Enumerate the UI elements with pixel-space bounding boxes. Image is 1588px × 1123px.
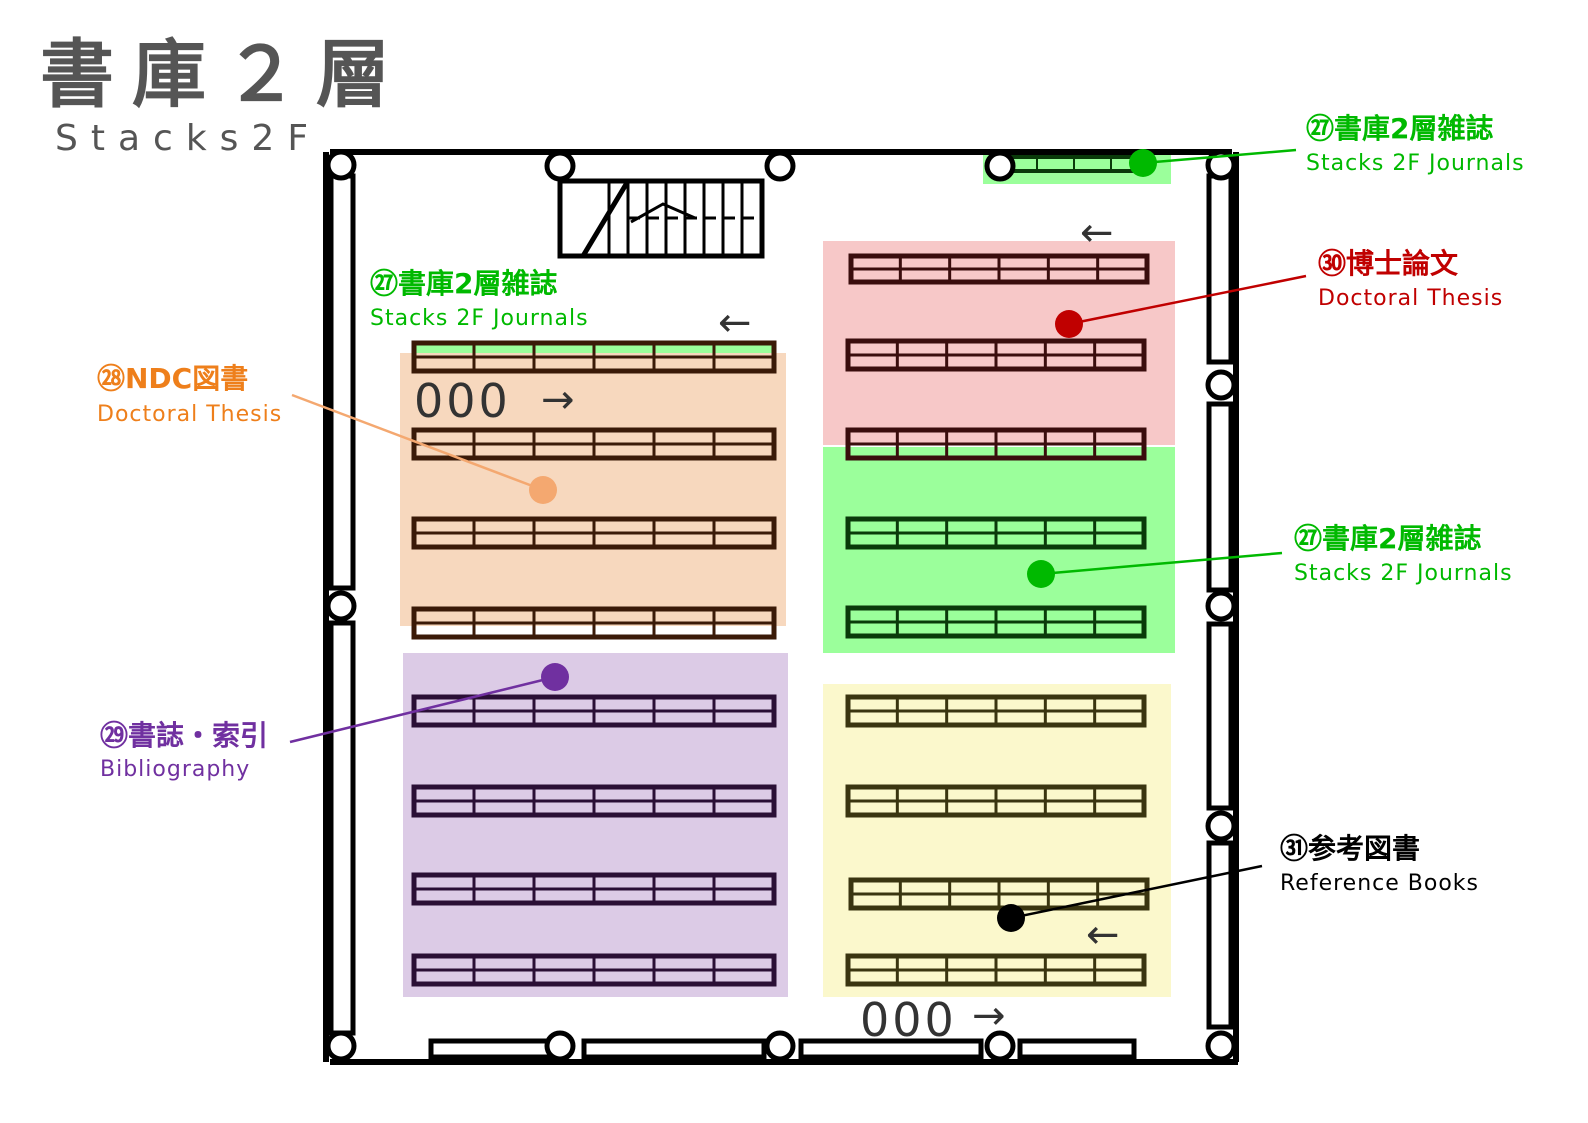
label-reference[interactable]: ㉛参考図書 Reference Books: [1280, 832, 1479, 896]
bibliography-marker-icon[interactable]: [541, 663, 569, 691]
zone-journals-right[interactable]: [823, 447, 1175, 653]
label-thesis-jp: ㉚博士論文: [1318, 247, 1458, 280]
bookshelf: [845, 694, 1147, 728]
arrow-left-icon: ←: [1086, 912, 1120, 958]
reference-marker-icon[interactable]: [997, 904, 1025, 932]
bookshelf: [411, 784, 777, 818]
wall-panel-right-4: [1206, 840, 1234, 1030]
pillar-icon: [764, 1030, 796, 1062]
pillar-icon: [1205, 810, 1237, 842]
shelf-layer: [411, 155, 1150, 987]
pillar-icon: [1205, 149, 1237, 181]
bookshelf: [845, 605, 1147, 639]
page-title: 書庫２層: [40, 32, 408, 118]
pillar-icon: [325, 1030, 357, 1062]
wall-panel-bottom-3: [798, 1038, 984, 1060]
label-journals-top[interactable]: ㉗書庫2層雑誌 Stacks 2F Journals: [1306, 112, 1525, 176]
label-journals-right[interactable]: ㉗書庫2層雑誌 Stacks 2F Journals: [1294, 522, 1513, 586]
journals-right-marker-icon[interactable]: [1027, 560, 1055, 588]
wall-panel-right-3: [1206, 621, 1234, 811]
bookshelf: [845, 784, 1147, 818]
pillar-icon: [544, 1030, 576, 1062]
arrow-right-icon: →: [541, 377, 575, 423]
reference-leader-line: [1010, 864, 1263, 920]
bookshelf: [411, 872, 777, 906]
call-number-left: 000: [414, 374, 511, 428]
label-bibliography-jp: ㉙書誌・索引: [100, 719, 268, 752]
label-thesis-en: Doctoral Thesis: [1318, 286, 1503, 311]
label-ndc[interactable]: ㉘NDC図書 Doctoral Thesis: [97, 362, 282, 427]
ndc-leader-line: [291, 393, 544, 492]
pillar-icon: [544, 150, 576, 182]
bookshelf: [411, 953, 777, 987]
label-bibliography-en: Bibliography: [100, 757, 250, 782]
bookshelf: [845, 338, 1147, 372]
pillar-icon: [325, 590, 357, 622]
pillar-icon: [984, 1030, 1016, 1062]
thesis-leader-line: [1068, 274, 1307, 326]
pillar-icon: [1205, 369, 1237, 401]
label-journals-right-en: Stacks 2F Journals: [1294, 561, 1513, 586]
arrow-left-icon: ←: [718, 300, 752, 346]
label-journals-left[interactable]: ㉗書庫2層雑誌 Stacks 2F Journals: [370, 267, 589, 331]
pillar-icon: [1205, 1030, 1237, 1062]
label-journals-left-jp: ㉗書庫2層雑誌: [370, 267, 557, 300]
wall-panel-right-1: [1206, 173, 1234, 365]
call-number-right: 000: [860, 993, 957, 1047]
wall-panel-left-upper: [328, 173, 356, 591]
label-journals-top-jp: ㉗書庫2層雑誌: [1306, 112, 1493, 145]
wall-panel-right-2: [1206, 401, 1234, 593]
arrow-right-icon: →: [972, 993, 1006, 1039]
bookshelf: [845, 953, 1147, 987]
label-reference-jp: ㉛参考図書: [1280, 832, 1420, 865]
journals-top-leader-line: [1142, 148, 1297, 165]
pillar-icon: [764, 150, 796, 182]
label-reference-en: Reference Books: [1280, 871, 1479, 896]
wall-panel-layer: [328, 173, 1234, 1060]
pillar-icon: [984, 150, 1016, 182]
leader-layer: [289, 148, 1307, 932]
wall-panel-bottom-1: [428, 1038, 562, 1060]
arrow-left-icon: ←: [1080, 210, 1114, 256]
journals-right-leader-line: [1040, 551, 1283, 576]
bookshelf: [845, 516, 1147, 550]
bookshelf: [411, 340, 777, 374]
label-journals-right-jp: ㉗書庫2層雑誌: [1294, 522, 1481, 555]
page-subtitle: Stacks2F: [55, 118, 321, 159]
wall-panel-bottom-2: [581, 1038, 767, 1060]
zone-reference-books[interactable]: [823, 684, 1171, 997]
bookshelf: [848, 253, 1150, 285]
bookshelf: [845, 427, 1147, 461]
bookshelf: [411, 427, 777, 461]
stairs-icon: [557, 178, 765, 259]
label-bibliography[interactable]: ㉙書誌・索引 Bibliography: [100, 719, 268, 782]
pillar-layer: [325, 149, 1237, 1062]
bookshelf: [411, 606, 777, 640]
pillar-icon: [325, 149, 357, 181]
pillar-icon: [1205, 590, 1237, 622]
bibliography-leader-line: [289, 675, 556, 744]
label-journals-left-en: Stacks 2F Journals: [370, 306, 589, 331]
ndc-marker-icon[interactable]: [529, 476, 557, 504]
label-ndc-en: Doctoral Thesis: [97, 402, 282, 427]
label-ndc-jp: ㉘NDC図書: [97, 362, 248, 395]
bookshelf: [411, 516, 777, 550]
zone-ndc-books[interactable]: [400, 353, 786, 626]
wall-panel-left-lower: [328, 620, 356, 1036]
thesis-marker-icon[interactable]: [1055, 310, 1083, 338]
bookshelf: [848, 877, 1150, 911]
label-thesis[interactable]: ㉚博士論文 Doctoral Thesis: [1318, 247, 1503, 311]
label-journals-top-en: Stacks 2F Journals: [1306, 151, 1525, 176]
wall-panel-bottom-4: [1017, 1038, 1137, 1060]
journals-top-marker-icon[interactable]: [1129, 149, 1157, 177]
